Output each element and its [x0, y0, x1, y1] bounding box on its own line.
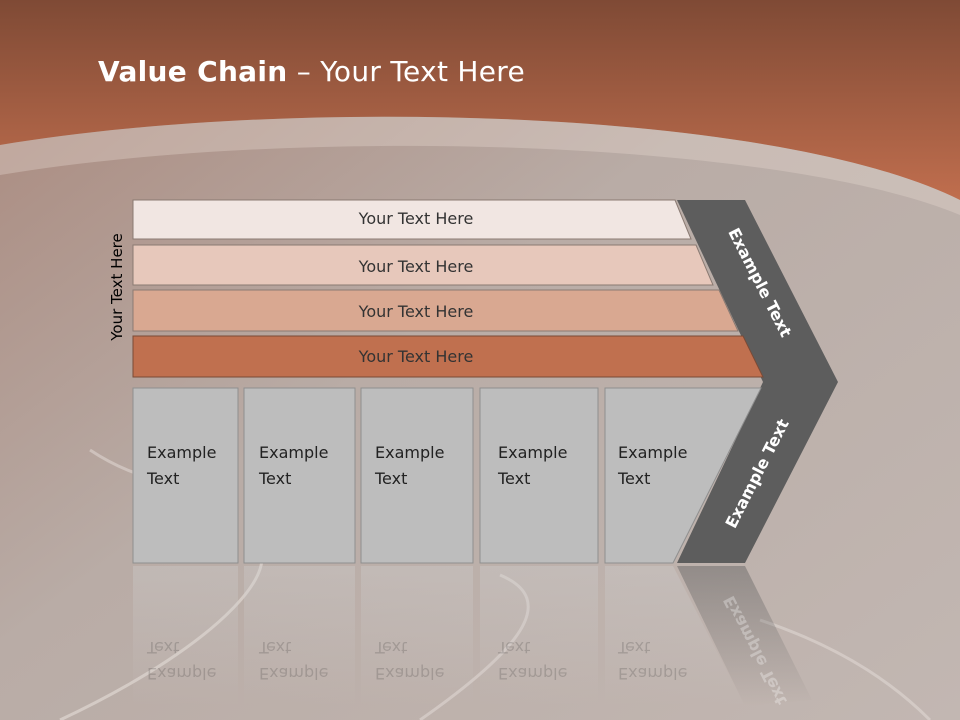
side-label: Your Text Here [108, 233, 126, 341]
slide-title-rest: – Your Text Here [287, 55, 526, 88]
primary-activity-line1: Example [618, 443, 687, 462]
primary-activity-2[interactable] [243, 387, 356, 564]
reflection: Example Text Example Text Example Text E… [133, 566, 812, 708]
reflection-box [480, 566, 598, 706]
support-activities: Your Text Here Your Text Here Your Text … [132, 199, 764, 378]
support-activity-label: Your Text Here [358, 302, 474, 321]
primary-activity-1[interactable] [132, 387, 239, 564]
support-activity-1[interactable] [132, 199, 692, 240]
reflection-text: Text [258, 638, 291, 657]
support-activity-2[interactable] [132, 244, 714, 286]
reflection-text: Example [618, 664, 687, 683]
reflection-text: Example [375, 664, 444, 683]
reflection-box [133, 566, 238, 706]
reflection-text: Example [259, 664, 328, 683]
primary-activity-line1: Example [147, 443, 216, 462]
primary-activity-line2: Text [617, 469, 650, 488]
reflection-chevron [677, 566, 812, 706]
reflection-text: Text [497, 638, 530, 657]
background-road-curve-3 [759, 618, 932, 720]
slide-title: Value Chain – Your Text Here [98, 55, 525, 88]
primary-activity-3[interactable] [360, 387, 474, 564]
support-activity-3[interactable] [132, 289, 739, 332]
primary-activity-line2: Text [374, 469, 407, 488]
primary-activities: Example Text Example Text Example Text E… [132, 387, 762, 564]
primary-activity-line1: Example [375, 443, 444, 462]
primary-activity-line1: Example [259, 443, 328, 462]
slide-title-bold: Value Chain [98, 55, 288, 88]
header-band [0, 0, 960, 200]
primary-activity-5[interactable] [604, 387, 762, 564]
reflection-text: Example [147, 664, 216, 683]
reflection-box [361, 566, 473, 706]
reflection-text: Text [374, 638, 407, 657]
reflection-text: Text [617, 638, 650, 657]
support-activity-label: Your Text Here [358, 347, 474, 366]
primary-activity-4[interactable] [479, 387, 599, 564]
margin-chevron [677, 200, 838, 563]
primary-activity-line2: Text [258, 469, 291, 488]
primary-activity-line1: Example [498, 443, 567, 462]
support-activity-label: Your Text Here [358, 209, 474, 228]
header-light-arc [0, 116, 960, 215]
reflection-box [605, 566, 745, 706]
reflection-text: Text [146, 638, 179, 657]
support-activity-4[interactable] [132, 335, 764, 378]
primary-activity-line2: Text [497, 469, 530, 488]
support-activity-label: Your Text Here [358, 257, 474, 276]
reflection-box [244, 566, 355, 706]
primary-activity-line2: Text [146, 469, 179, 488]
reflection-text: Example [498, 664, 567, 683]
